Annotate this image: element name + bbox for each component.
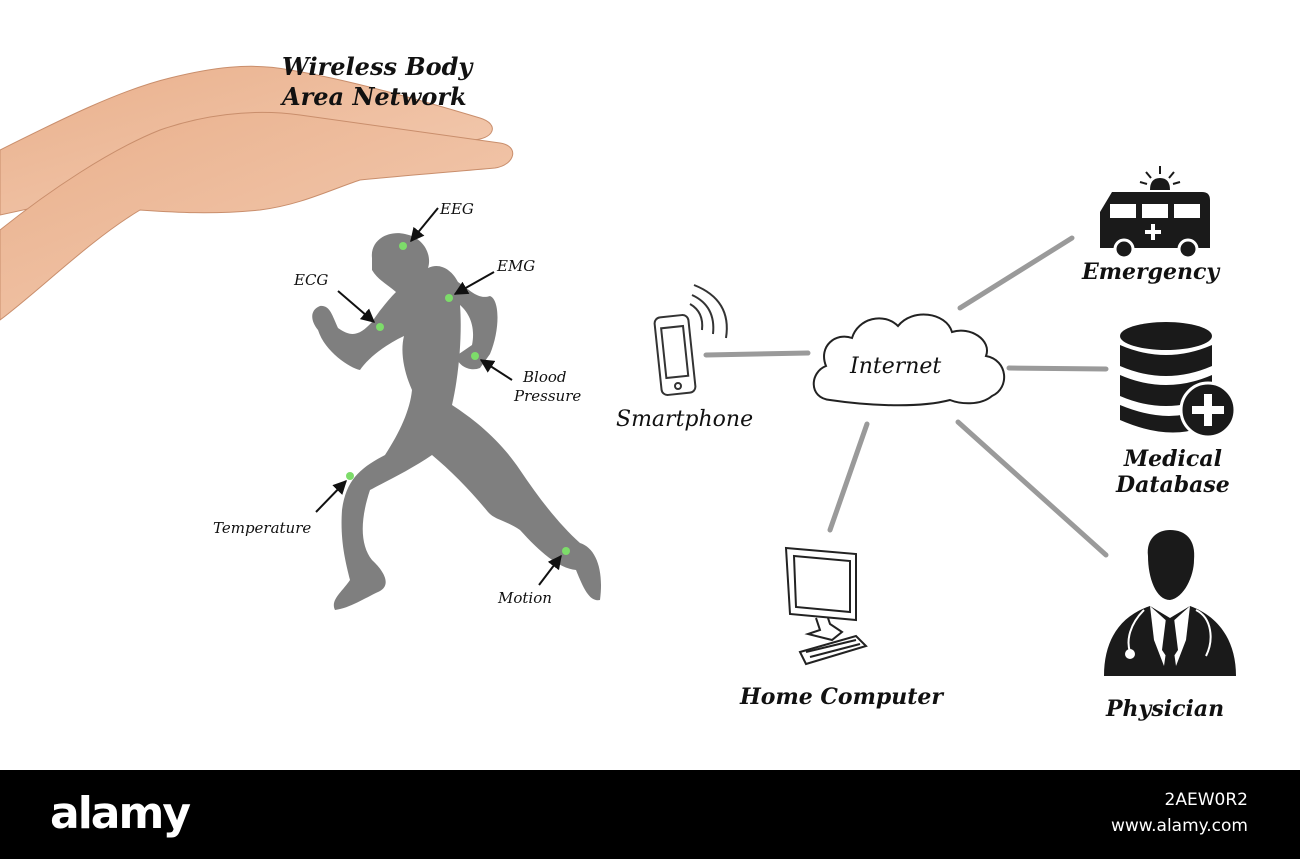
blood-pressure-arrow [479, 359, 513, 381]
diagram-graphics [0, 65, 1237, 676]
title-line-1: Wireless Body [282, 52, 473, 81]
connector-emergency [957, 235, 1075, 311]
title-line-2: Area Network [282, 82, 467, 111]
cloud-icon [812, 313, 1006, 407]
ambulance-icon [1100, 166, 1210, 260]
connector-database [1006, 365, 1109, 372]
watermark-site: www.alamy.com [1110, 816, 1248, 836]
sensor-label-ecg: ECG [294, 271, 329, 289]
emg-arrow [453, 271, 495, 295]
connector-smartphone [703, 350, 811, 358]
sensor-dot-emg [445, 294, 453, 302]
sensor-dot-temperature [346, 472, 354, 480]
physician-icon [1104, 530, 1236, 676]
database-icon [1120, 322, 1237, 439]
home-computer-label: Home Computer [740, 684, 943, 710]
watermark-image-id: 2AEW0R2 [1164, 790, 1248, 810]
sensor-label-temperature: Temperature [213, 519, 312, 537]
temperature-arrow [315, 479, 347, 513]
connector-computer [827, 421, 870, 533]
connector-physician [955, 419, 1109, 558]
sensor-label-eeg: EEG [440, 200, 474, 218]
blood-pressure-line-1: Blood [523, 368, 567, 386]
physician-label: Physician [1106, 696, 1225, 722]
wifi-signal-icon [689, 284, 728, 339]
emergency-label: Emergency [1082, 259, 1220, 285]
medical-database-line-1: Medical [1123, 446, 1222, 472]
sensor-dot-eeg [399, 242, 407, 250]
hands-icon [0, 65, 513, 321]
medical-database-line-2: Database [1116, 472, 1230, 498]
motion-arrow [538, 554, 562, 586]
diagram-canvas: Wireless Body Area Network EEG EMG ECG B… [0, 52, 1237, 722]
runner-silhouette-icon [312, 233, 602, 610]
sensor-label-blood-pressure: Blood Pressure [514, 368, 581, 406]
ecg-arrow [337, 290, 376, 323]
sensor-dot-motion [562, 547, 570, 555]
sensor-label-emg: EMG [497, 257, 536, 275]
sensor-label-motion: Motion [498, 589, 552, 607]
internet-label: Internet [850, 354, 942, 379]
watermark-brand: alamy [50, 788, 191, 839]
medical-database-label: Medical Database [1116, 446, 1230, 498]
smartphone-label: Smartphone [616, 407, 754, 432]
smartphone-icon [653, 314, 697, 396]
blood-pressure-line-2: Pressure [514, 387, 582, 405]
watermark-bar: alamy 2AEW0R2 www.alamy.com [0, 770, 1300, 859]
diagram-title: Wireless Body Area Network [282, 52, 472, 112]
network-connectors [703, 235, 1109, 558]
sensor-dot-blood-pressure [471, 352, 479, 360]
eeg-arrow [410, 207, 439, 243]
computer-icon [784, 546, 868, 666]
sensor-dot-ecg [376, 323, 384, 331]
